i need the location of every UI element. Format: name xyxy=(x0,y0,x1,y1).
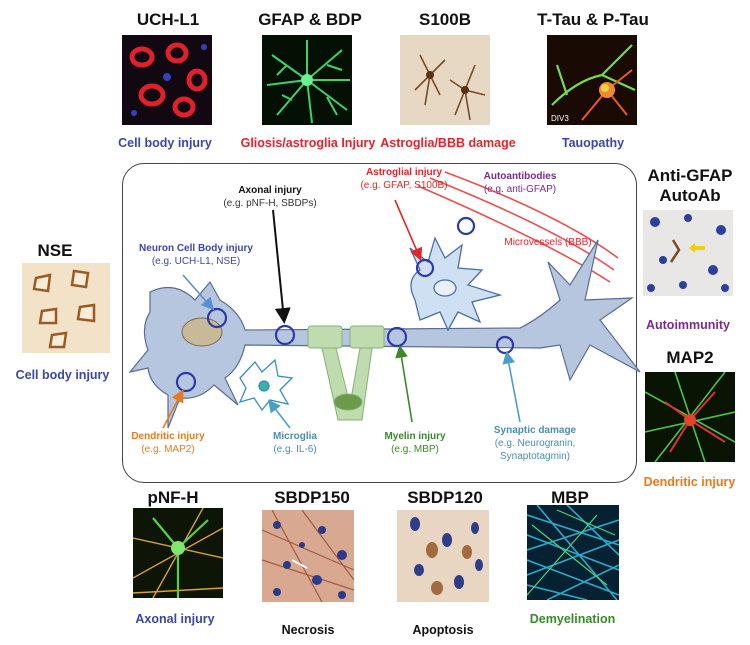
anti-gfap-title-2: AutoAb xyxy=(659,186,721,205)
pnfh-title: pNF-H xyxy=(147,488,199,507)
dendritic-injury-title: Dendritic injury xyxy=(131,431,205,442)
anti-gfap-image xyxy=(643,210,733,296)
synaptic-damage-title: Synaptic damage xyxy=(493,425,577,436)
astroglial-injury-detail: (e.g. GFAP, S100B) xyxy=(360,180,448,191)
nse-image xyxy=(22,263,110,353)
pnfh-caption: Axonal injury xyxy=(135,612,215,626)
synaptic-damage-label: Synaptic damage (e.g. Neurogranin, Synap… xyxy=(480,424,590,463)
uchl1-caption: Cell body injury xyxy=(118,136,212,150)
synaptic-damage-detail-2: Synaptotagmin) xyxy=(499,451,571,462)
gfap-bdp-caption: Gliosis/astroglia Injury xyxy=(240,136,376,150)
sbdp150-image xyxy=(262,510,354,602)
tau-image-label: DIV3 xyxy=(551,114,569,123)
map2-caption: Dendritic injury xyxy=(643,475,736,489)
gfap-bdp-image xyxy=(262,35,352,125)
map2-image xyxy=(645,372,735,462)
anti-gfap-title-1: Anti-GFAP xyxy=(647,166,733,185)
axonal-injury-label: Axonal injury (e.g. pNF-H, SBDPs) xyxy=(200,184,340,210)
astroglial-injury-label: Astroglial injury (e.g. GFAP, S100B) xyxy=(344,166,464,192)
axonal-injury-title: Axonal injury xyxy=(238,185,302,196)
myelin-injury-title: Myelin injury xyxy=(384,431,446,442)
sbdp120-caption: Apoptosis xyxy=(412,623,474,637)
microvessels-title: Microvessels (BBB) xyxy=(504,237,592,248)
uchl1-title: UCH-L1 xyxy=(136,10,200,29)
sbdp120-image xyxy=(397,510,489,602)
autoantibodies-title: Autoantibodies xyxy=(483,171,557,182)
myelin-injury-label: Myelin injury (e.g. MBP) xyxy=(370,430,460,456)
axonal-injury-detail: (e.g. pNF-H, SBDPs) xyxy=(223,198,317,209)
neuron-body-injury-detail: (e.g. UCH-L1, NSE) xyxy=(151,256,241,267)
microglia-detail: (e.g. IL-6) xyxy=(273,444,317,455)
synaptic-damage-detail-1: (e.g. Neurogranin, xyxy=(494,438,576,449)
anti-gfap-caption: Autoimmunity xyxy=(645,318,731,332)
pnfh-image xyxy=(133,508,223,598)
mbp-image xyxy=(527,505,619,600)
astroglial-injury-title: Astroglial injury xyxy=(365,167,443,178)
gfap-bdp-title: GFAP & BDP xyxy=(258,10,362,29)
sbdp150-caption: Necrosis xyxy=(281,623,335,637)
sbdp150-title: SBDP150 xyxy=(274,488,350,507)
map2-title: MAP2 xyxy=(666,348,714,367)
uchl1-image xyxy=(122,35,212,125)
dendritic-injury-label: Dendritic injury (e.g. MAP2) xyxy=(118,430,218,456)
neuron-body-injury-title: Neuron Cell Body injury xyxy=(139,243,253,254)
microglia-label: Microglia (e.g. IL-6) xyxy=(255,430,335,456)
tau-title: T-Tau & P-Tau xyxy=(537,10,649,29)
autoantibodies-label: Autoantibodies (e.g. anti-GFAP) xyxy=(470,170,570,196)
nse-title: NSE xyxy=(37,241,73,260)
s100b-image xyxy=(400,35,490,125)
tau-image: DIV3 xyxy=(547,35,637,125)
autoantibodies-detail: (e.g. anti-GFAP) xyxy=(483,184,557,195)
neuron-body-injury-label: Neuron Cell Body injury (e.g. UCH-L1, NS… xyxy=(128,242,264,268)
nse-caption: Cell body injury xyxy=(15,368,110,382)
microglia-title: Microglia xyxy=(273,431,317,442)
dendritic-injury-detail: (e.g. MAP2) xyxy=(141,444,195,455)
s100b-caption: Astroglia/BBB damage xyxy=(380,136,516,150)
tau-caption: Tauopathy xyxy=(561,136,625,150)
s100b-title: S100B xyxy=(419,10,471,29)
mbp-caption: Demyelination xyxy=(529,612,616,626)
sbdp120-title: SBDP120 xyxy=(407,488,483,507)
microvessels-label: Microvessels (BBB) xyxy=(498,236,598,249)
mbp-title: MBP xyxy=(551,488,589,507)
myelin-injury-detail: (e.g. MBP) xyxy=(391,444,439,455)
